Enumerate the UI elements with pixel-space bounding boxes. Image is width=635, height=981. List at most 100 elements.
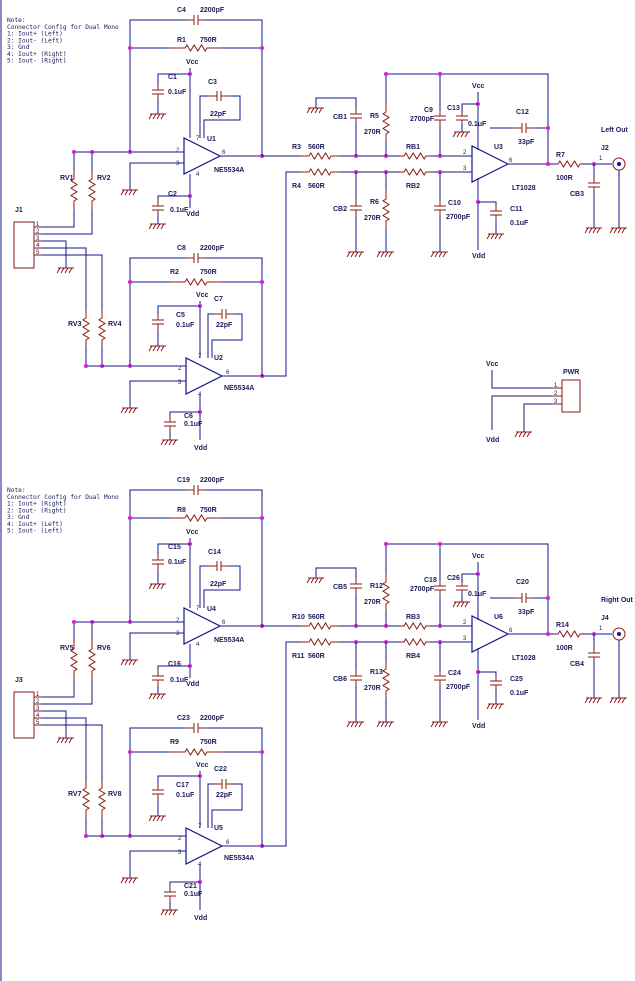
part-ref: C2 xyxy=(168,191,177,198)
connector-pin-number: 4 xyxy=(36,713,40,719)
wire xyxy=(534,127,549,164)
wire xyxy=(129,162,184,178)
wire xyxy=(129,850,186,870)
power-pin-number: 2 xyxy=(554,391,558,397)
part-ref: C15 xyxy=(168,544,181,551)
wire xyxy=(203,565,241,608)
part-value: 0.1uF xyxy=(168,89,187,96)
part-value: 2700pF xyxy=(446,214,471,221)
vdd-label: Vdd xyxy=(472,723,485,730)
note-line: 1: Iout+ (Left) xyxy=(7,31,63,38)
power-connector-body xyxy=(561,379,581,413)
vdd-label: Vdd xyxy=(186,681,199,688)
connector-pin-number: 2 xyxy=(36,229,40,235)
part-ref: C24 xyxy=(448,670,461,677)
part-ref: C13 xyxy=(447,105,460,112)
wire xyxy=(157,305,200,314)
wire xyxy=(211,783,243,828)
note-title: Note: xyxy=(7,17,26,24)
filter-capacitor xyxy=(434,110,446,126)
rv-resistor xyxy=(70,170,78,210)
series-resistor xyxy=(400,168,430,176)
ground-symbol xyxy=(148,345,166,352)
ground-symbol xyxy=(120,407,138,414)
part-ref: R8 xyxy=(177,507,186,514)
output-capacitor xyxy=(588,178,600,192)
output-capacitor xyxy=(588,648,600,662)
part-value: 0.1uF xyxy=(510,220,529,227)
ground-symbol xyxy=(486,233,504,240)
wire xyxy=(262,641,300,847)
rv-resistor xyxy=(88,640,96,680)
wire xyxy=(129,727,186,836)
wire xyxy=(42,254,103,310)
op-amp-part: NE5534A xyxy=(214,167,244,174)
connector-body xyxy=(13,221,35,269)
part-ref: RB3 xyxy=(406,614,420,621)
wire xyxy=(42,210,75,228)
ground-symbol xyxy=(346,251,364,258)
part-ref: RB4 xyxy=(406,653,420,660)
junction-dot xyxy=(128,46,132,50)
wire xyxy=(85,818,103,837)
part-value: 22pF xyxy=(216,322,233,329)
op-amp-ref: U4 xyxy=(207,606,216,613)
bypass-capacitor xyxy=(164,886,176,902)
ground-symbol xyxy=(609,227,627,234)
part-value: 0.1uF xyxy=(168,559,187,566)
bypass-capacitor xyxy=(490,206,502,220)
ground-symbol xyxy=(160,439,178,446)
pin-number: 4 xyxy=(196,172,200,178)
part-ref: R5 xyxy=(370,113,379,120)
pin-number: 2 xyxy=(463,620,467,626)
wire xyxy=(206,489,263,626)
part-value: 0.1uF xyxy=(510,690,529,697)
connector-pin-number: 5 xyxy=(36,250,40,256)
feedback-capacitor xyxy=(186,723,206,733)
shunt-resistor xyxy=(382,104,390,142)
ground-symbol xyxy=(430,251,448,258)
wire xyxy=(203,95,241,138)
part-ref: R10 xyxy=(292,614,305,621)
part-value: 2200pF xyxy=(200,7,225,14)
part-value: 270R xyxy=(364,215,381,222)
connector-pin-number: 3 xyxy=(36,236,40,242)
part-ref: R7 xyxy=(556,152,565,159)
bridge-capacitor xyxy=(350,200,362,216)
ground-symbol xyxy=(609,697,627,704)
part-ref: C3 xyxy=(208,79,217,86)
ground-symbol xyxy=(120,189,138,196)
connector-ref: J1 xyxy=(15,207,23,214)
part-value: 22pF xyxy=(216,792,233,799)
pin-number: 3 xyxy=(463,166,467,172)
part-ref: C20 xyxy=(516,579,529,586)
output-jack-center xyxy=(617,632,621,636)
vdd-label: Vdd xyxy=(194,915,207,922)
part-ref: R9 xyxy=(170,739,179,746)
pin-number: 1 xyxy=(599,626,603,632)
part-value: 2200pF xyxy=(200,245,225,252)
feedback-resistor xyxy=(170,278,222,286)
ground-symbol xyxy=(452,601,470,608)
part-value: 33pF xyxy=(518,139,535,146)
feedback-capacitor xyxy=(186,485,206,495)
rv-resistor xyxy=(98,310,106,348)
note-line: 2: Iout- (Right) xyxy=(7,507,67,514)
note-title: Note: xyxy=(7,487,26,494)
vdd-label: Vdd xyxy=(472,253,485,260)
rv-resistor xyxy=(98,780,106,818)
junction-dot xyxy=(72,150,76,154)
shunt-resistor xyxy=(382,190,390,230)
output-label: Right Out xyxy=(601,597,634,604)
ground-symbol xyxy=(584,227,602,234)
op-amp-a xyxy=(183,607,222,645)
part-value: 750R xyxy=(200,739,217,746)
part-ref: C22 xyxy=(214,766,227,773)
part-value: 22pF xyxy=(210,581,227,588)
rv-label: RV2 xyxy=(97,175,111,182)
wire xyxy=(73,621,93,640)
junction-dot xyxy=(72,620,76,624)
part-value: 0.1uF xyxy=(184,421,203,428)
